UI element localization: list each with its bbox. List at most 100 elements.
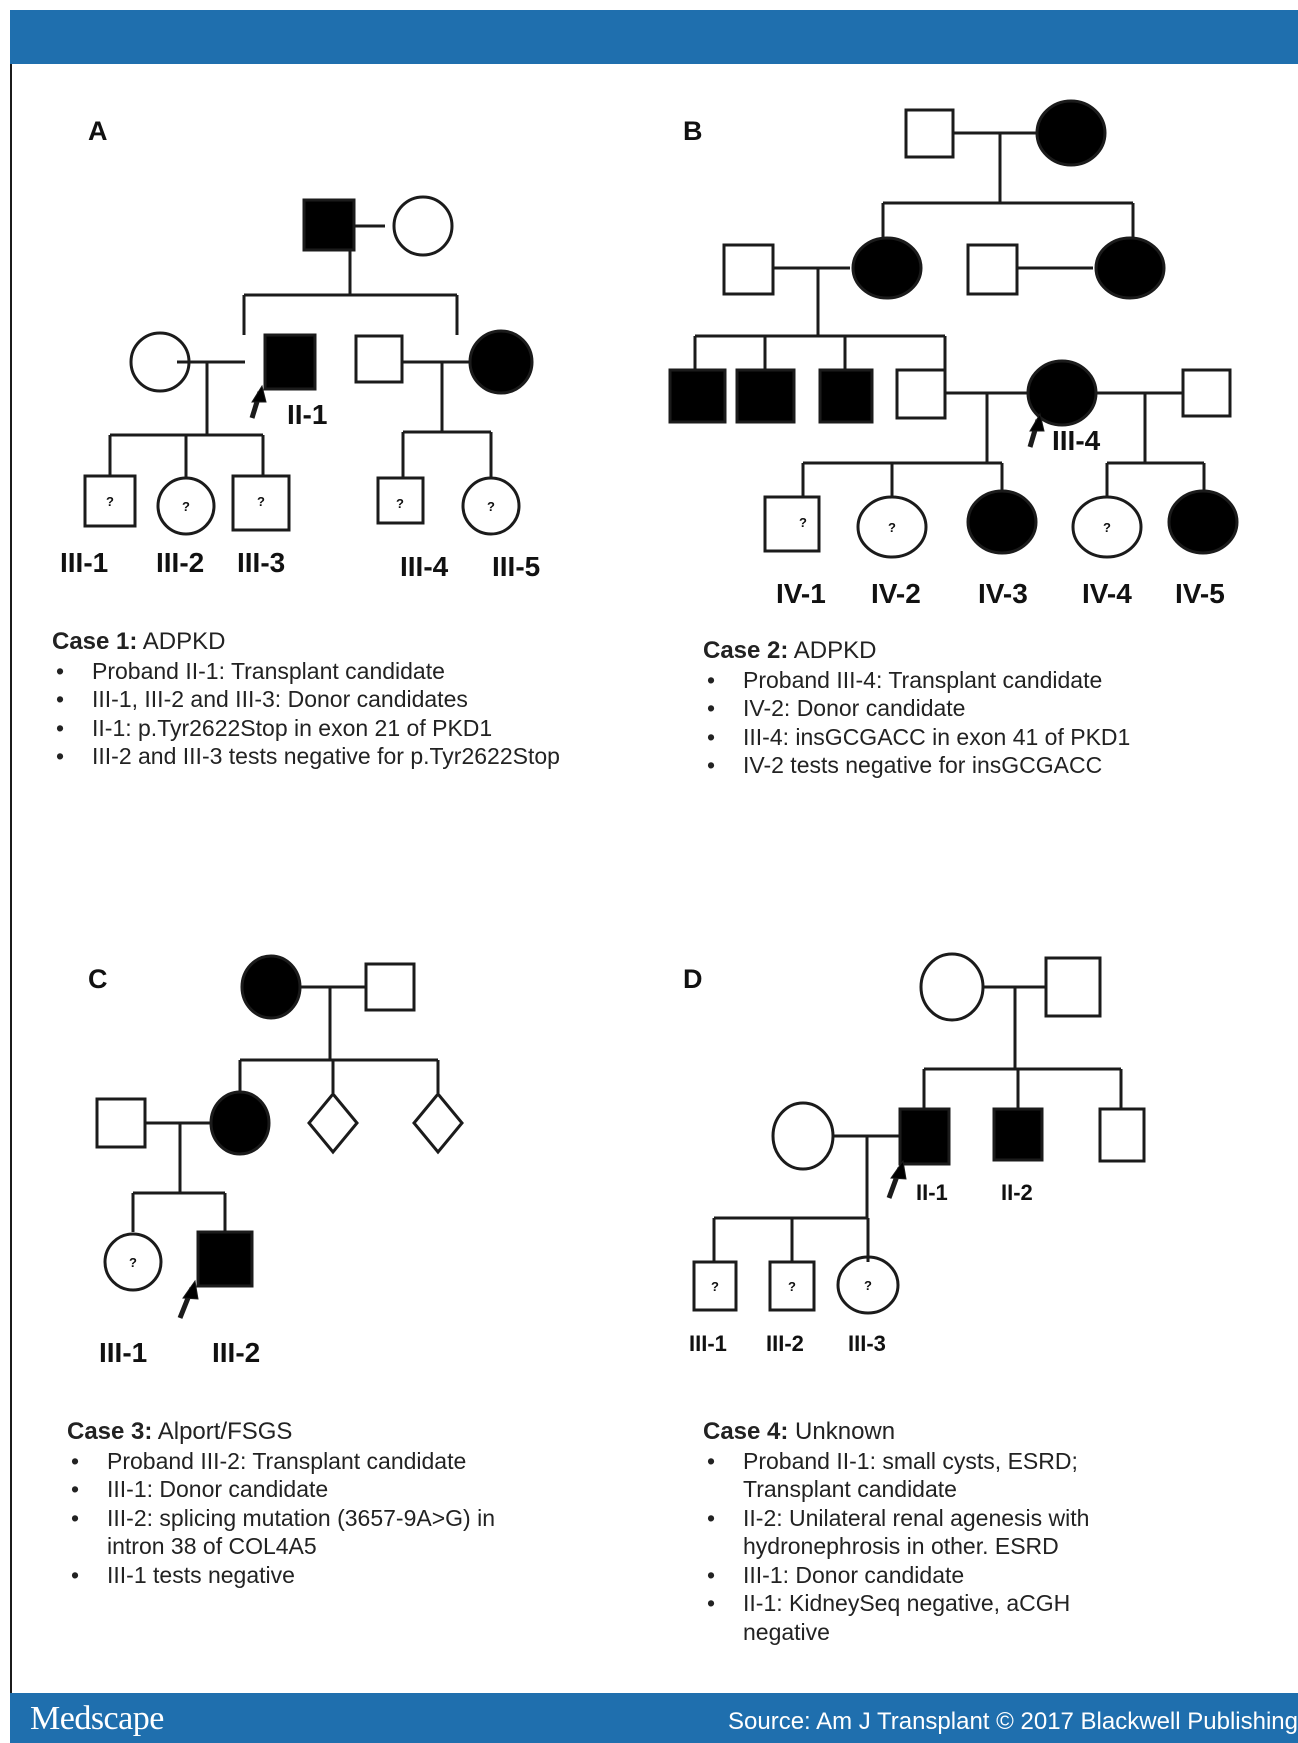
unknown-female-B-IV-2 xyxy=(856,495,928,559)
footer-bar xyxy=(10,1693,1298,1743)
case-bullet: III-2 and III-3 tests negative for p.Tyr… xyxy=(52,742,612,771)
label-a-iii-4: III-4 xyxy=(400,551,449,582)
unknown-mark: ? xyxy=(257,494,265,509)
label-a-iii-1: III-1 xyxy=(60,547,108,578)
unaffected-female-D-I-1 xyxy=(919,952,985,1022)
label-c-iii-2: III-2 xyxy=(212,1337,260,1368)
affected-male-proband-D-II-1 xyxy=(898,1107,951,1166)
affected-male-D-II-2 xyxy=(992,1107,1044,1162)
medscape-logo[interactable]: Medscape xyxy=(30,1700,164,1737)
affected-female-B-I-2 xyxy=(1035,99,1107,167)
unknown-mark: ? xyxy=(864,1278,872,1293)
affected-female-B-IV-3 xyxy=(966,489,1038,555)
unaffected-female-D-spouse xyxy=(771,1101,835,1171)
unaffected-male-spouse xyxy=(354,334,404,384)
unknown-mark: ? xyxy=(182,499,190,514)
affected-female-B-II-4 xyxy=(1094,236,1166,300)
label-d-iii-1: III-1 xyxy=(689,1331,727,1356)
unknown-mark: ? xyxy=(487,499,495,514)
unknown-mark: ? xyxy=(129,1255,137,1270)
unknown-male-III-1 xyxy=(83,474,137,528)
panel-letter-c: C xyxy=(88,964,108,994)
unknown-mark: ? xyxy=(888,520,896,535)
case-title-bold: Case 4: xyxy=(703,1418,789,1445)
case-bullet: II-1: KidneySeq negative, aCGH negative xyxy=(703,1589,1143,1646)
case-title-bold: Case 2: xyxy=(703,637,789,664)
unaffected-female-spouse xyxy=(129,331,191,393)
affected-male-proband-C-III-2 xyxy=(196,1230,254,1288)
affected-female-proband-B-III-4 xyxy=(1026,359,1098,427)
case-title: ADPKD xyxy=(137,628,226,655)
case-title-bold: Case 1: xyxy=(52,628,138,655)
unknown-female-III-5 xyxy=(461,476,521,536)
label-b-iv-2: IV-2 xyxy=(871,578,921,609)
header-bar xyxy=(10,10,1298,64)
case-3-caption: Case 3: Alport/FSGS Proband III-2: Trans… xyxy=(67,1418,537,1589)
unknown-male-D-III-2 xyxy=(768,1260,816,1312)
label-b-iv-1: IV-1 xyxy=(776,578,826,609)
affected-male-I-1 xyxy=(302,198,356,252)
label-d-ii-2: II-2 xyxy=(1001,1180,1033,1205)
label-a-iii-5: III-5 xyxy=(492,551,540,582)
case-bullet: Proband III-4: Transplant candidate xyxy=(703,666,1223,695)
label-d-iii-3: III-3 xyxy=(848,1331,886,1356)
panel-letter-a: A xyxy=(88,116,108,146)
source-credit: Source: Am J Transplant © 2017 Blackwell… xyxy=(728,1708,1298,1735)
case-title: Alport/FSGS xyxy=(152,1418,293,1445)
case-title-bold: Case 3: xyxy=(67,1418,153,1445)
unknown-sex-C-II-3 xyxy=(307,1091,359,1155)
unknown-female-B-IV-4 xyxy=(1071,495,1143,559)
unknown-sex-C-II-4 xyxy=(412,1091,464,1155)
label-b-iv-4: IV-4 xyxy=(1082,578,1132,609)
case-bullet: IV-2 tests negative for insGCGACC xyxy=(703,751,1223,780)
unaffected-male-B-III-spouse xyxy=(895,368,947,420)
case-bullet: III-1 tests negative xyxy=(67,1561,537,1590)
unknown-female-D-III-3 xyxy=(836,1255,900,1315)
label-d-ii-1: II-1 xyxy=(916,1180,948,1205)
affected-female-II-3 xyxy=(468,329,534,395)
unaffected-male-B-III-spouse2 xyxy=(1181,368,1232,418)
pedigree-case-4 xyxy=(692,952,1146,1315)
label-a-ii-1: II-1 xyxy=(287,399,327,430)
pedigree-case-1 xyxy=(83,195,534,536)
case-bullet: Proband II-1: small cysts, ESRD; Transpl… xyxy=(703,1447,1143,1504)
unknown-mark: ? xyxy=(788,1279,796,1294)
affected-female-C-I-1 xyxy=(240,954,302,1020)
label-a-iii-2: III-2 xyxy=(156,547,204,578)
unaffected-male-D-II-3 xyxy=(1098,1107,1146,1163)
case-title: Unknown xyxy=(788,1418,896,1445)
case-bullet: III-4: insGCGACC in exon 41 of PKD1 xyxy=(703,723,1223,752)
case-bullet: Proband II-1: Transplant candidate xyxy=(52,657,612,686)
unaffected-female-I-2 xyxy=(392,195,454,257)
pedigree-case-3 xyxy=(95,954,464,1319)
unaffected-male-B-II-3 xyxy=(966,243,1019,296)
unknown-mark: ? xyxy=(711,1279,719,1294)
unknown-mark: ? xyxy=(396,496,404,511)
unknown-mark: ? xyxy=(799,515,807,530)
panel-letter-d: D xyxy=(683,964,703,994)
case-bullet: III-1: Donor candidate xyxy=(67,1475,537,1504)
affected-male-B-III-1 xyxy=(668,368,727,424)
case-bullet: Proband III-2: Transplant candidate xyxy=(67,1447,537,1476)
label-a-iii-3: III-3 xyxy=(237,547,285,578)
case-bullet: II-2: Unilateral renal agenesis with hyd… xyxy=(703,1504,1143,1561)
unknown-female-III-2 xyxy=(156,476,216,536)
label-b-iv-3: IV-3 xyxy=(978,578,1028,609)
unaffected-male-D-I-2 xyxy=(1044,956,1102,1018)
unaffected-male-B-I-1 xyxy=(904,108,955,159)
unaffected-male-B-II-1 xyxy=(722,243,775,296)
figure-frame xyxy=(10,10,1298,1743)
case-title: ADPKD xyxy=(788,637,877,664)
unknown-male-III-4 xyxy=(376,476,425,525)
case-1-caption: Case 1: ADPKD Proband II-1: Transplant c… xyxy=(52,628,612,771)
affected-female-B-IV-5 xyxy=(1167,489,1239,555)
unknown-mark: ? xyxy=(1103,520,1111,535)
affected-female-C-II-2 xyxy=(209,1090,271,1156)
case-2-caption: Case 2: ADPKD Proband III-4: Transplant … xyxy=(703,637,1223,780)
case-bullet: II-1: p.Tyr2622Stop in exon 21 of PKD1 xyxy=(52,714,612,743)
panel-letter-b: B xyxy=(683,116,703,146)
unknown-male-B-IV-1 xyxy=(763,495,821,553)
unknown-mark: ? xyxy=(106,494,114,509)
case-bullet: IV-2: Donor candidate xyxy=(703,694,1223,723)
